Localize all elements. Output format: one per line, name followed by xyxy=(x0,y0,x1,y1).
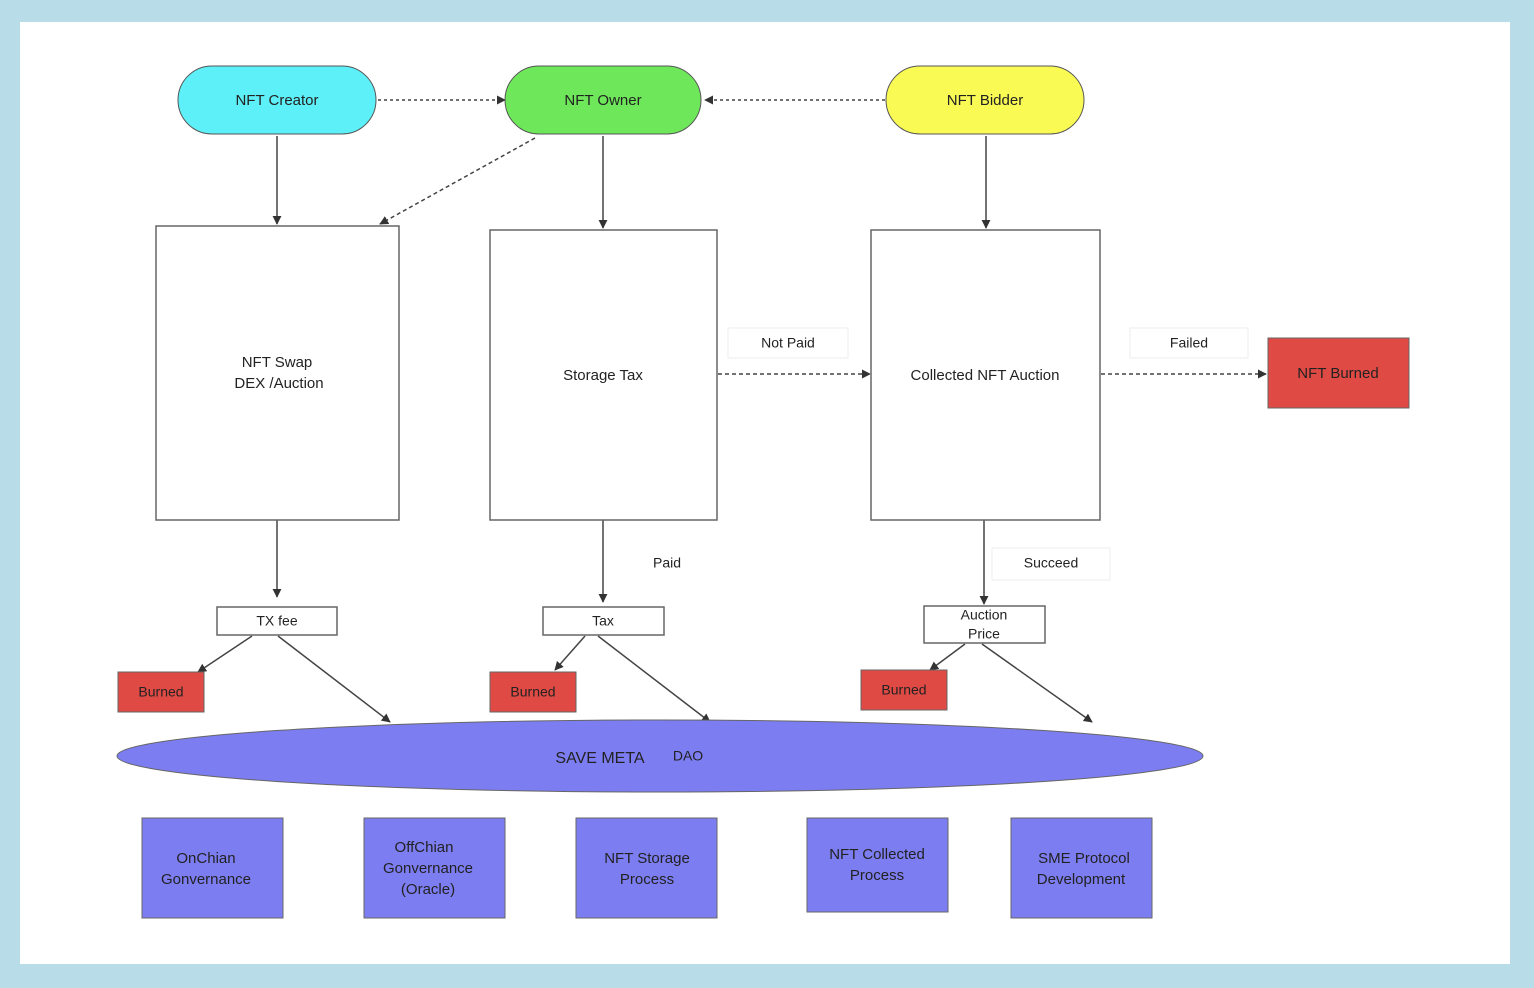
label-succeed-box xyxy=(991,547,1111,581)
outcome-auction-price-line-2: Price xyxy=(968,626,1000,642)
outcome-nft-burned-box xyxy=(1267,337,1410,409)
dao-ellipse xyxy=(116,719,1204,793)
dao: SAVE META DAO xyxy=(116,719,1204,793)
nft-dao-flow-diagram: NFT Creator NFT Owner NFT Bidder NFT Swa… xyxy=(116,65,1410,919)
actor-bidder-shape xyxy=(885,65,1085,135)
process-storage-tax-label: Storage Tax xyxy=(563,367,643,384)
label-succeed-text: Succeed xyxy=(1024,555,1078,571)
outcome-tx-fee: TX fee xyxy=(216,606,338,636)
actor-owner-label: NFT Owner xyxy=(564,92,641,109)
process-swap: NFT Swap DEX /Auction xyxy=(155,225,400,521)
dao-function-nft-collected-process-line-1: NFT Collected xyxy=(829,846,925,863)
dao-function-onchain-governance-line-1: OnChian xyxy=(176,850,235,867)
dao-function-sme-protocol-development: SME Protocol Development xyxy=(1010,817,1153,919)
dao-function-sme-protocol-development-line-2: Development xyxy=(1037,871,1126,888)
label-failed-box xyxy=(1129,327,1249,359)
edge-price-to-burned xyxy=(929,643,966,671)
label-failed-text: Failed xyxy=(1170,335,1208,351)
label-paid: Paid xyxy=(653,555,681,571)
outcome-burned-2: Burned xyxy=(489,671,577,713)
outcome-burned-1: Burned xyxy=(117,671,205,713)
dao-function-offchain-governance-line-3: (Oracle) xyxy=(401,881,455,898)
outcome-burned-1-label: Burned xyxy=(138,684,183,700)
outcome-tx-fee-label: TX fee xyxy=(256,613,297,629)
label-not-paid: Not Paid xyxy=(727,327,849,359)
process-auction-box xyxy=(870,229,1101,521)
process-auction: Collected NFT Auction xyxy=(870,229,1101,521)
outcome-burned-1-box xyxy=(117,671,205,713)
dao-function-sme-protocol-development-box xyxy=(1010,817,1153,919)
dao-function-nft-collected-process-line-2: Process xyxy=(850,867,904,884)
dao-function-offchain-governance-line-1: OffChian xyxy=(395,839,454,856)
dao-function-offchain-governance-line-2: Gonvernance xyxy=(383,860,473,877)
actor-bidder: NFT Bidder xyxy=(885,65,1085,135)
process-auction-label: Collected NFT Auction xyxy=(911,367,1060,384)
outcome-burned-3-label: Burned xyxy=(881,682,926,698)
dao-function-nft-storage-process-line-2: Process xyxy=(620,871,674,888)
outcome-tax-label: Tax xyxy=(592,613,614,629)
edge-txfee-to-dao xyxy=(277,635,391,723)
dao-function-offchain-governance-box xyxy=(363,817,506,919)
process-swap-box xyxy=(155,225,400,521)
outcome-nft-burned-label: NFT Burned xyxy=(1297,365,1378,382)
dao-function-sme-protocol-development-line-1: SME Protocol xyxy=(1038,850,1130,867)
process-swap-line-2: DEX /Auction xyxy=(234,375,323,392)
outcome-burned-3-box xyxy=(860,669,948,711)
dao-suffix: DAO xyxy=(673,748,703,764)
dao-function-onchain-governance-box xyxy=(141,817,284,919)
dao-function-nft-collected-process: NFT Collected Process xyxy=(806,817,949,913)
process-swap-line-1: NFT Swap xyxy=(242,354,313,371)
outcome-tax: Tax xyxy=(542,606,665,636)
outcome-tax-box xyxy=(542,606,665,636)
diagram-frame: NFT Creator NFT Owner NFT Bidder NFT Swa… xyxy=(20,22,1510,964)
process-storage-tax: Storage Tax xyxy=(489,229,718,521)
dao-name: SAVE META xyxy=(555,750,645,767)
edge-owner-to-swap xyxy=(379,137,536,225)
dao-function-nft-storage-process: NFT Storage Process xyxy=(575,817,718,919)
label-failed: Failed xyxy=(1129,327,1249,359)
actor-creator-label: NFT Creator xyxy=(235,92,318,109)
dao-function-nft-storage-process-box xyxy=(575,817,718,919)
actor-owner-shape xyxy=(504,65,702,135)
edge-tax-to-burned xyxy=(554,635,586,671)
outcome-burned-2-label: Burned xyxy=(510,684,555,700)
edge-price-to-dao xyxy=(981,643,1093,723)
dao-function-nft-storage-process-line-1: NFT Storage xyxy=(604,850,690,867)
outcome-auction-price: Auction Price xyxy=(923,605,1046,644)
actor-bidder-label: NFT Bidder xyxy=(947,92,1023,109)
label-succeed: Succeed xyxy=(991,547,1111,581)
dao-function-nft-collected-process-box xyxy=(806,817,949,913)
outcome-auction-price-box xyxy=(923,605,1046,644)
actor-creator: NFT Creator xyxy=(177,65,377,135)
actor-owner: NFT Owner xyxy=(504,65,702,135)
edge-tax-to-dao xyxy=(597,635,711,723)
process-storage-tax-box xyxy=(489,229,718,521)
label-not-paid-box xyxy=(727,327,849,359)
label-not-paid-text: Not Paid xyxy=(761,335,815,351)
edge-txfee-to-burned xyxy=(197,635,253,673)
dao-function-onchain-governance-line-2: Gonvernance xyxy=(161,871,251,888)
outcome-burned-3: Burned xyxy=(860,669,948,711)
outcome-nft-burned: NFT Burned xyxy=(1267,337,1410,409)
actor-creator-shape xyxy=(177,65,377,135)
dao-function-onchain-governance: OnChian Gonvernance xyxy=(141,817,284,919)
outcome-auction-price-line-1: Auction xyxy=(961,607,1008,623)
outcome-tx-fee-box xyxy=(216,606,338,636)
connectors xyxy=(197,95,1267,723)
outcome-burned-2-box xyxy=(489,671,577,713)
dao-function-offchain-governance: OffChian Gonvernance (Oracle) xyxy=(363,817,506,919)
